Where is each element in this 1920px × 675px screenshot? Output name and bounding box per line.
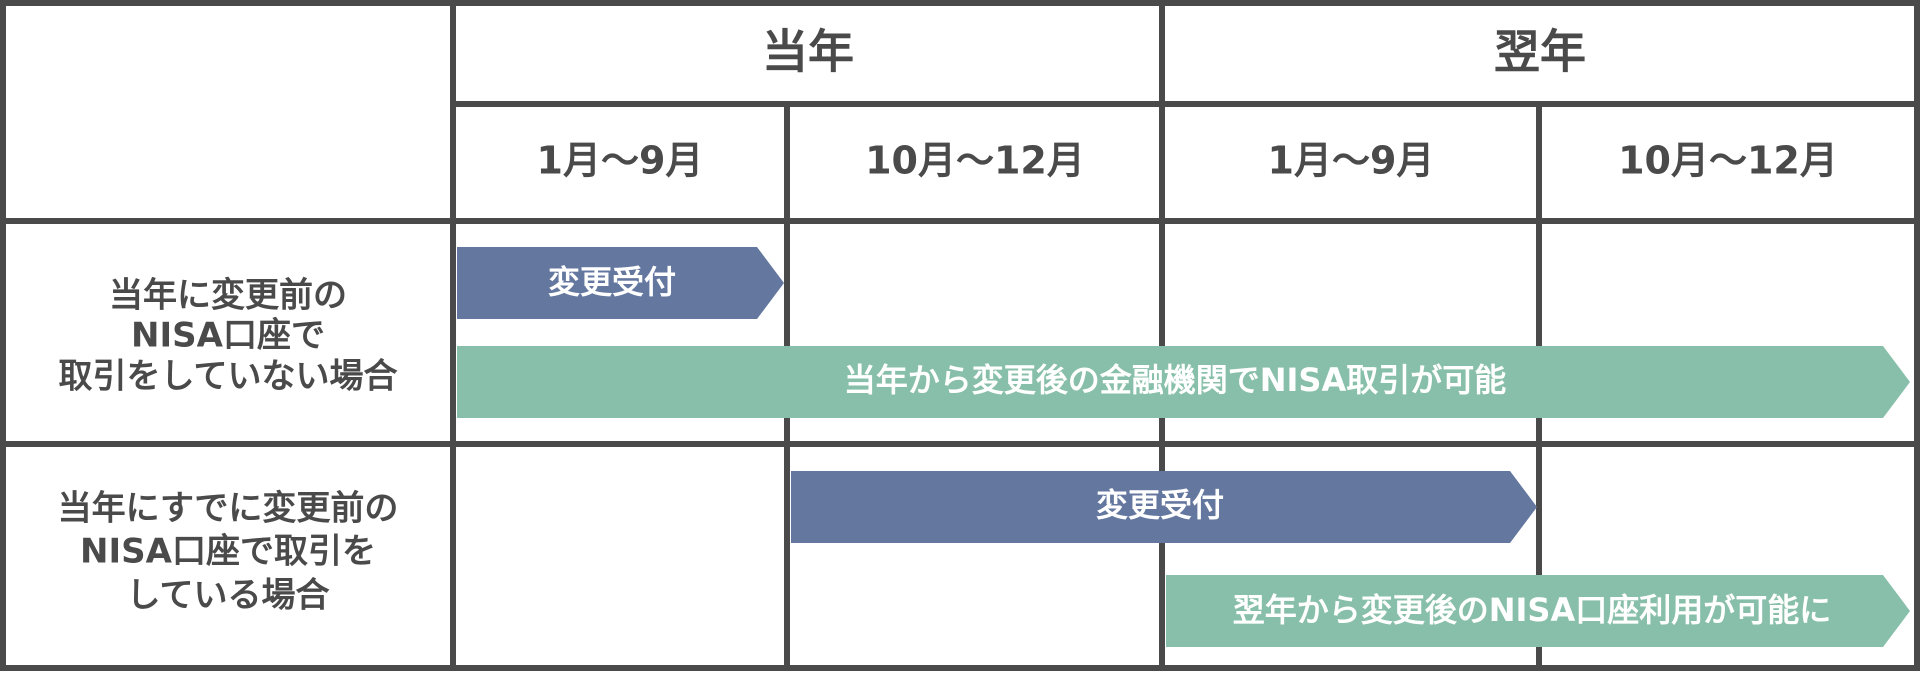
row-1-bar-trading-available xyxy=(457,346,1910,418)
header-year-current: 当年 xyxy=(762,25,854,79)
header-period-current-oct-dec: 10月～12月 xyxy=(865,139,1085,183)
row-1-bar-trading-available-label: 当年から変更後の金融機関でNISA取引が可能 xyxy=(844,361,1507,399)
row-2-label: 当年にすでに変更前の NISA口座で取引を している場合 xyxy=(58,489,399,616)
row-2-label-line-3: している場合 xyxy=(127,576,330,616)
header-period-next-oct-dec: 10月～12月 xyxy=(1618,139,1838,183)
row-2-label-line-2: NISA口座で取引を xyxy=(80,532,376,572)
header-year-next: 翌年 xyxy=(1494,25,1586,79)
row-2-bar-account-usable-label: 翌年から変更後のNISA口座利用が可能に xyxy=(1233,591,1832,629)
header-period-current-jan-sep: 1月～9月 xyxy=(537,139,704,183)
header-period-next-jan-sep: 1月～9月 xyxy=(1268,139,1435,183)
row-2-bar-change-acceptance xyxy=(791,471,1537,543)
row-1-bar-change-acceptance xyxy=(457,247,784,319)
row-1-label: 当年に変更前の NISA口座で 取引をしていない場合 xyxy=(59,276,398,397)
row-2-label-line-1: 当年にすでに変更前の xyxy=(58,489,399,529)
row-1-label-line-3: 取引をしていない場合 xyxy=(59,357,398,397)
row-1-label-line-1: 当年に変更前の xyxy=(109,276,347,316)
row-1-label-line-2: NISA口座で xyxy=(131,316,325,356)
row-1-bar-change-acceptance-label: 変更受付 xyxy=(548,263,676,301)
row-2-bar-account-usable xyxy=(1166,575,1910,647)
row-2-bar-change-acceptance-label: 変更受付 xyxy=(1096,486,1224,524)
